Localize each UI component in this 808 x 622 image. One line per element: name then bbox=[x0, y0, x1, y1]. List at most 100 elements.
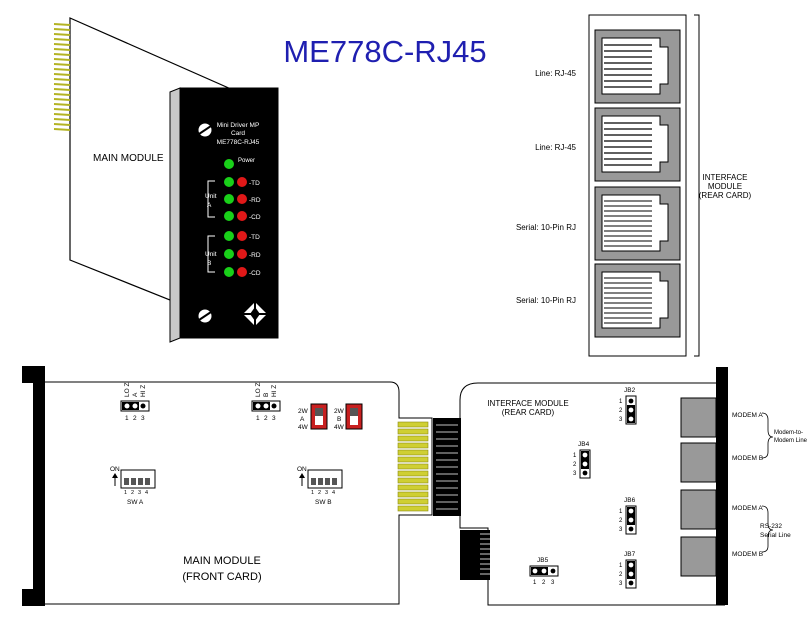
screw-icon bbox=[197, 122, 213, 138]
jumper-label: JB5 bbox=[537, 557, 549, 564]
led-row: -RD bbox=[224, 249, 261, 259]
rj45-port bbox=[594, 29, 681, 104]
sw-b-label: SW B bbox=[315, 499, 332, 506]
edge-connector bbox=[397, 421, 429, 512]
jumper-header-text: HI Z bbox=[140, 385, 147, 397]
dip-number: 1 bbox=[124, 490, 127, 496]
jumper-header-text: B bbox=[263, 393, 270, 397]
jumper-header-text: LO Z bbox=[124, 383, 131, 397]
jumper-jb5: JB5 1 2 3 bbox=[529, 557, 559, 586]
panel-line1: Mini Driver MP bbox=[217, 122, 260, 129]
screw-icon bbox=[197, 308, 213, 324]
interface-label-1: INTERFACE bbox=[703, 173, 748, 182]
dip-number: 1 bbox=[311, 490, 314, 496]
power-led bbox=[224, 159, 234, 169]
jumper-jb2: JB2 1 2 3 bbox=[619, 387, 637, 425]
interface-label-3: (REAR CARD) bbox=[699, 191, 752, 200]
port-label: Line: RJ-45 bbox=[535, 143, 576, 152]
led-label: -RD bbox=[249, 252, 261, 259]
rear-card: INTERFACE MODULE (REAR CARD) JB2 1 2 3 J… bbox=[433, 367, 808, 606]
rear-panel-bar bbox=[716, 367, 728, 605]
port-label: Serial: 10-Pin RJ bbox=[516, 223, 576, 232]
rs232-bracket bbox=[761, 505, 774, 553]
switch-label: 4W bbox=[298, 424, 309, 431]
jumper-label: JB6 bbox=[624, 497, 636, 504]
pin-number: 2 bbox=[264, 415, 268, 422]
sw-a-label: SW A bbox=[127, 499, 144, 506]
rj-serial-port bbox=[594, 263, 681, 338]
port-label: Serial: 10-Pin RJ bbox=[516, 296, 576, 305]
switch-label: 2W bbox=[334, 408, 345, 415]
rs232-label-2: Serial Line bbox=[760, 532, 791, 539]
jumper-label: JB2 bbox=[624, 387, 636, 394]
pin-number: 3 bbox=[619, 581, 623, 587]
port-label: Line: RJ-45 bbox=[535, 69, 576, 78]
pin-number: 1 bbox=[256, 415, 260, 422]
pin-number: 2 bbox=[133, 415, 137, 422]
rear-card-label-2: (REAR CARD) bbox=[502, 408, 555, 417]
dip-switch-a: ON 1 2 3 4 SW A bbox=[110, 466, 156, 506]
switch-label: A bbox=[300, 416, 305, 423]
jumper-header-text: LO Z bbox=[255, 383, 262, 397]
jumper-header-text: HI Z bbox=[271, 385, 278, 397]
unit-a-id: A bbox=[207, 202, 212, 209]
front-card-label-1: MAIN MODULE bbox=[183, 555, 261, 567]
jumper-jb6: JB6 1 2 3 bbox=[619, 497, 637, 535]
led-label: -TD bbox=[249, 234, 260, 241]
pin-number: 3 bbox=[573, 471, 577, 477]
front-card: LO Z A HI Z 1 2 3 LO Z B HI Z 1 2 3 2W A… bbox=[22, 366, 433, 606]
card-edge-fingers bbox=[53, 23, 71, 131]
rear-card-label-1: INTERFACE MODULE bbox=[487, 399, 568, 408]
unit-b-label: Unit bbox=[205, 251, 217, 258]
logo-diamond-icon bbox=[243, 302, 267, 326]
jumper-jb7: JB7 1 2 3 bbox=[619, 551, 637, 589]
dip-number: 3 bbox=[325, 490, 328, 496]
main-module-label: MAIN MODULE bbox=[93, 153, 164, 164]
rj-serial-port bbox=[594, 186, 681, 261]
switch-label: 2W bbox=[298, 408, 309, 415]
jumper-a: LO Z A HI Z 1 2 3 bbox=[120, 383, 150, 422]
switch-label: 4W bbox=[334, 424, 345, 431]
dip-switch-b: ON 1 2 3 4 SW B bbox=[297, 466, 343, 506]
main-module-3d: MAIN MODULE Mini Driver MP Card ME778C-R… bbox=[53, 17, 279, 343]
pin-number: 2 bbox=[619, 572, 623, 578]
modem-label: MODEM B bbox=[732, 551, 763, 558]
modem-label: MODEM A bbox=[732, 505, 763, 512]
pin-number: 2 bbox=[619, 518, 623, 524]
rj-port-side bbox=[680, 442, 717, 483]
rj-port-side bbox=[680, 536, 717, 577]
pin-number: 2 bbox=[619, 408, 623, 414]
modem-label: MODEM A bbox=[732, 412, 763, 419]
front-card-label-2: (FRONT CARD) bbox=[182, 571, 261, 583]
pin-number: 1 bbox=[573, 453, 577, 459]
jumper-header-text: A bbox=[132, 392, 139, 397]
dip-number: 2 bbox=[318, 490, 321, 496]
rj-port-side bbox=[680, 397, 717, 438]
wire-switch-b: 2W B 4W bbox=[334, 403, 363, 431]
led-row: -RD bbox=[224, 194, 261, 204]
jumper-label: JB7 bbox=[624, 551, 636, 558]
led-label: -CD bbox=[249, 270, 261, 277]
rs232-label-1: RS-232 bbox=[760, 523, 782, 530]
jumper-b: LO Z B HI Z 1 2 3 bbox=[251, 383, 281, 422]
pin-number: 1 bbox=[619, 563, 623, 569]
wire-switch-a: 2W A 4W bbox=[298, 403, 328, 431]
panel-line3: ME778C-RJ45 bbox=[217, 139, 260, 146]
pin-number: 3 bbox=[619, 417, 623, 423]
power-label: Power bbox=[238, 158, 255, 164]
dip-on-label: ON bbox=[110, 466, 120, 473]
unit-a-label: Unit bbox=[205, 193, 217, 200]
mm-line-label-2: Modem Line bbox=[774, 438, 808, 444]
pin-number: 3 bbox=[551, 580, 555, 586]
dip-on-label: ON bbox=[297, 466, 307, 473]
dip-number: 3 bbox=[138, 490, 141, 496]
led-label: -RD bbox=[249, 197, 261, 204]
pin-number: 3 bbox=[272, 415, 276, 422]
led-row: -CD bbox=[224, 267, 261, 277]
modem-label: MODEM B bbox=[732, 455, 763, 462]
interface-label-2: MODULE bbox=[708, 182, 742, 191]
pin-number: 2 bbox=[542, 580, 546, 586]
mm-line-bracket bbox=[761, 412, 774, 459]
led-row: -CD bbox=[224, 211, 261, 221]
rear-panel: Line: RJ-45 Line: RJ-45 Serial: 10-Pin R… bbox=[516, 14, 752, 357]
